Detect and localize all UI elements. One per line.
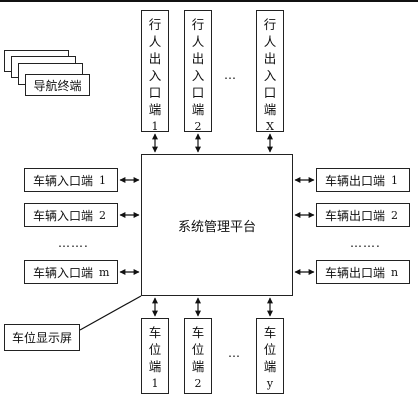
pedestrian-port-char: 人 [191, 34, 205, 49]
pedestrian-port-number: X [266, 120, 274, 133]
parking-port-1: 车 位 端 1 [141, 318, 169, 394]
pedestrian-port-char: 口 [263, 85, 277, 100]
parking-port-number: y [266, 377, 274, 390]
parking-port-char: 车 [148, 325, 162, 340]
vehicle-entry-number: 2 [99, 208, 107, 222]
parking-port-number: 1 [151, 377, 159, 390]
parking-port-y: 车 位 端 y [256, 318, 284, 394]
parking-port-2: 车 位 端 2 [184, 318, 212, 394]
parking-port-char: 端 [148, 359, 162, 374]
pedestrian-port-number: 2 [194, 120, 202, 133]
vehicle-entry-2: 车辆入口端 2 [24, 203, 118, 227]
vehicle-exit-number: n [391, 265, 399, 279]
parking-port-char: 位 [263, 342, 277, 357]
pedestrian-port-char: 人 [263, 34, 277, 49]
pedestrian-port-char: 人 [148, 34, 162, 49]
pedestrian-port-char: 入 [148, 68, 162, 83]
pedestrian-port-char: 出 [148, 51, 162, 66]
pedestrian-port-char: 端 [148, 102, 162, 117]
pedestrian-port-char: 出 [263, 51, 277, 66]
vehicle-entry-label: 车辆入口端 [33, 173, 94, 188]
parking-port-char: 端 [263, 359, 277, 374]
vehicle-exit-n: 车辆出口端 n [316, 260, 410, 284]
top-border-line [0, 0, 418, 2]
pedestrian-ellipsis: … [224, 68, 237, 82]
pedestrian-port-char: 行 [263, 17, 277, 32]
vehicle-entry-label: 车辆入口端 [33, 208, 94, 223]
vehicle-exit-2: 车辆出口端 2 [316, 203, 410, 227]
navigation-terminal-box: 导航终端 [25, 74, 90, 96]
parking-display-screen: 车位显示屏 [4, 324, 80, 351]
link-parking-display [79, 295, 142, 331]
vehicle-entry-number: 1 [99, 173, 107, 187]
navigation-terminal-label: 导航终端 [33, 78, 82, 93]
system-management-platform: 系统管理平台 [141, 154, 293, 296]
vehicle-entry-number: m [99, 265, 110, 279]
pedestrian-port-char: 行 [148, 17, 162, 32]
pedestrian-port-char: 入 [191, 68, 205, 83]
vehicle-exit-1: 车辆出口端 1 [316, 168, 410, 192]
pedestrian-port-char: 出 [191, 51, 205, 66]
vehicle-exit-label: 车辆出口端 [325, 208, 386, 223]
parking-port-char: 车 [191, 325, 205, 340]
parking-ellipsis: … [228, 346, 241, 360]
vehicle-entry-ellipsis: ……. [58, 236, 89, 250]
vehicle-entry-label: 车辆入口端 [33, 265, 94, 280]
pedestrian-port-char: 入 [263, 68, 277, 83]
vehicle-exit-number: 2 [391, 208, 399, 222]
vehicle-entry-1: 车辆入口端 1 [24, 168, 118, 192]
parking-port-char: 车 [263, 325, 277, 340]
pedestrian-port-2: 行 人 出 入 口 端 2 [184, 10, 212, 133]
vehicle-exit-label: 车辆出口端 [325, 173, 386, 188]
pedestrian-port-char: 端 [191, 102, 205, 117]
parking-display-label: 车位显示屏 [11, 331, 72, 345]
vehicle-exit-number: 1 [391, 173, 399, 187]
parking-port-number: 2 [194, 377, 202, 390]
pedestrian-port-char: 行 [191, 17, 205, 32]
pedestrian-port-1: 行 人 出 入 口 端 1 [141, 10, 169, 133]
vehicle-exit-label: 车辆出口端 [325, 265, 386, 280]
parking-port-char: 位 [148, 342, 162, 357]
system-management-platform-label: 系统管理平台 [177, 219, 256, 235]
vehicle-entry-m: 车辆入口端 m [24, 260, 118, 284]
pedestrian-port-x: 行 人 出 入 口 端 X [256, 10, 284, 133]
pedestrian-port-char: 口 [148, 85, 162, 100]
parking-port-char: 位 [191, 342, 205, 357]
vehicle-exit-ellipsis: ……. [350, 236, 381, 250]
parking-port-char: 端 [191, 359, 205, 374]
pedestrian-port-char: 端 [263, 102, 277, 117]
pedestrian-port-char: 口 [191, 85, 205, 100]
pedestrian-port-number: 1 [151, 120, 159, 133]
